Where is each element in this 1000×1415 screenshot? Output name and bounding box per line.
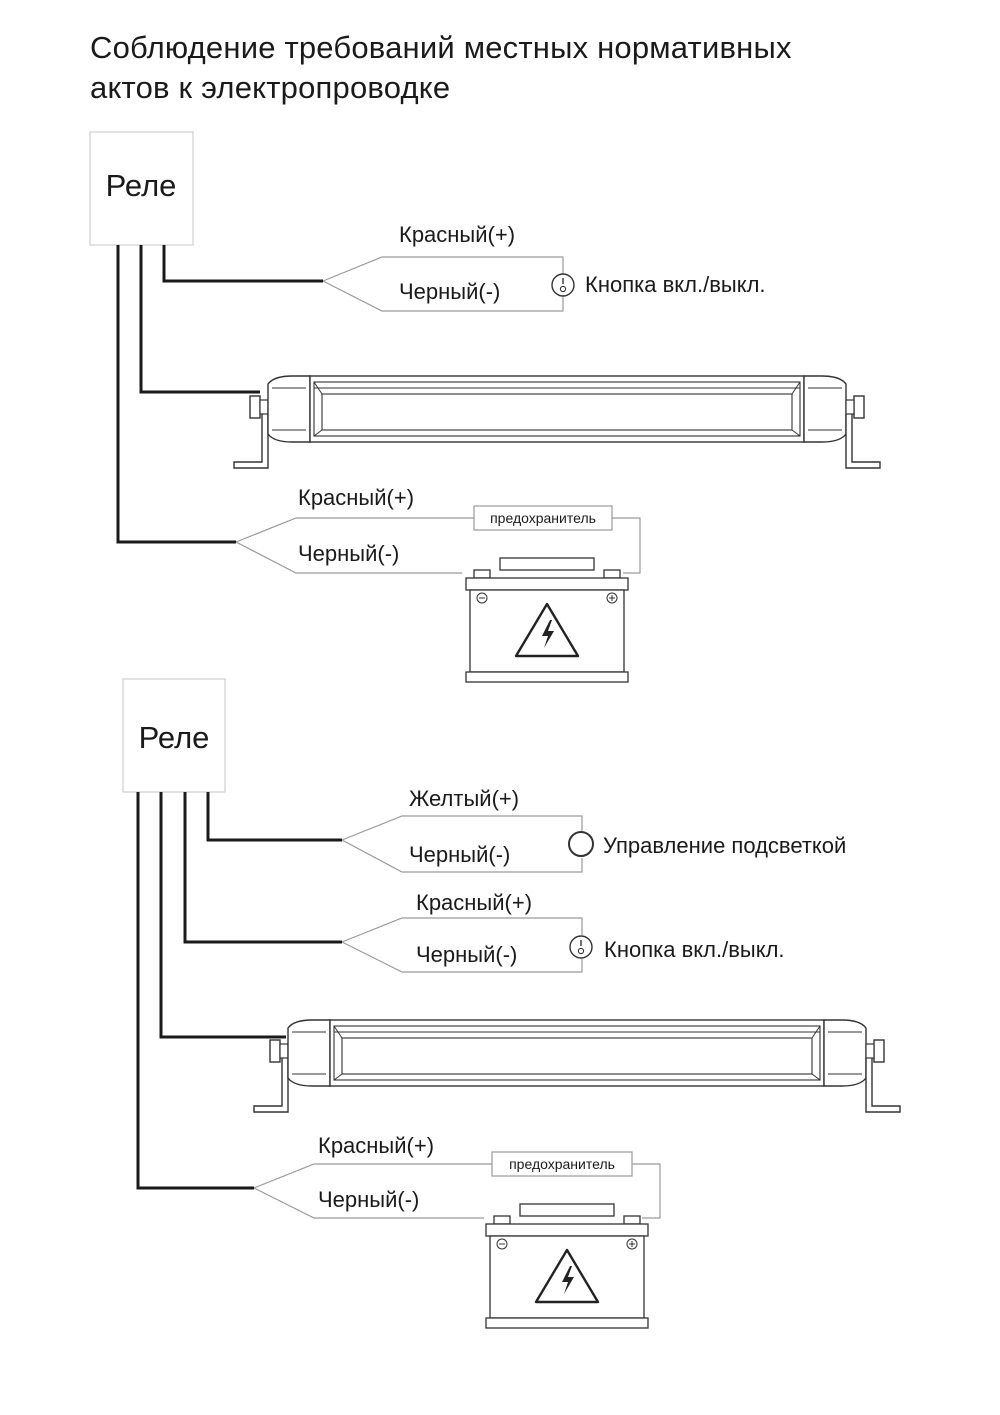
relay-label: Реле <box>139 720 210 755</box>
switch-red-label: Красный(+) <box>399 222 515 247</box>
led-light-bar <box>233 375 881 469</box>
led-light-bar <box>253 1019 901 1113</box>
fuse-box <box>491 1151 633 1177</box>
fuse-label: предохранитель <box>509 1156 615 1172</box>
circle-button-icon[interactable] <box>568 831 594 857</box>
battery-red-label: Красный(+) <box>298 485 414 510</box>
diagram-2: Реле Желтый(+) Черный(-) Управление подс… <box>122 678 901 1330</box>
switch-red-label: Красный(+) <box>416 890 532 915</box>
fuse-box <box>473 505 613 531</box>
battery-icon <box>484 1202 650 1330</box>
switch-label: Кнопка вкл./выкл. <box>604 937 785 962</box>
battery-black-label: Черный(-) <box>318 1187 419 1212</box>
title-line-2: актов к электропроводке <box>90 70 451 105</box>
battery-red-label: Красный(+) <box>318 1133 434 1158</box>
relay-box <box>122 678 226 793</box>
fuse-label: предохранитель <box>490 510 596 526</box>
switch-black-label: Черный(-) <box>399 279 500 304</box>
title-line-1: Соблюдение требований местных нормативны… <box>90 30 792 65</box>
power-switch-icon[interactable] <box>551 273 575 297</box>
switch-black-label: Черный(-) <box>416 942 517 967</box>
battery-black-label: Черный(-) <box>298 541 399 566</box>
power-switch-icon[interactable] <box>569 935 593 959</box>
page-title: Соблюдение требований местных нормативны… <box>90 28 792 108</box>
diagram-1: Реле Красный(+) Черный(-) Кнопка вкл./вы… <box>89 131 881 684</box>
light-black-label: Черный(-) <box>409 842 510 867</box>
battery-icon <box>464 556 630 684</box>
light-yellow-label: Желтый(+) <box>409 786 519 811</box>
switch-label: Кнопка вкл./выкл. <box>585 272 766 297</box>
light-control-label: Управление подсветкой <box>603 833 846 858</box>
relay-label: Реле <box>106 168 177 203</box>
